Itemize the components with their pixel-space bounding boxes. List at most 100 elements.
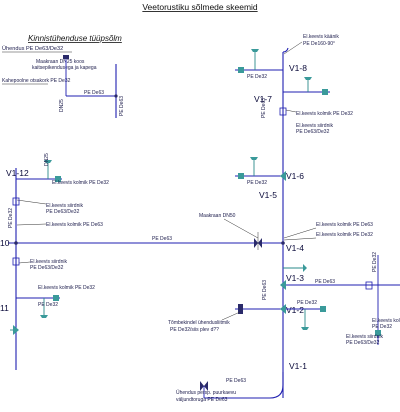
- node-10-red-l1: El.keevis siirdnik: [30, 259, 67, 265]
- node-v1-1-label: V1-1: [289, 361, 307, 371]
- right-tee-label: El.keevis kolmik PE De32: [372, 318, 400, 330]
- node-11-branch-label: PE De32: [38, 302, 58, 308]
- left-pipe-label: PE De32: [8, 208, 14, 228]
- legend-label-valve: Maakraan DN25 koos kaitsepikendusega ja …: [32, 59, 97, 71]
- v1-8-hydrant-icon: [251, 49, 259, 52]
- node-10-red-l2: PE De63/De32: [30, 265, 64, 271]
- legend-label-top: Ühendus PE De63/De32: [2, 45, 63, 52]
- right-red-l2: PE De63/De32: [346, 340, 380, 346]
- v1-3-hydrant-icon: [303, 264, 307, 272]
- v1-2-coupling-label: Tõmbekindel ühendusliitmik PE De32/siis …: [168, 320, 231, 333]
- node-11-label: 11: [0, 303, 9, 313]
- v1-2-junction-icon: [280, 304, 286, 314]
- node-11-junction-icon: [13, 325, 19, 335]
- v1-7-tee-label: El.keevis kolmik PE De32: [296, 111, 353, 117]
- v1-2-coupling-l2: PE De32/siis plev d??: [170, 327, 219, 333]
- v1-3-pipe-label: PE De63: [262, 280, 268, 300]
- v1-2-coupling-icon: [238, 304, 243, 314]
- v1-1-bottom-label: Ühendus persp. puurkaevu väljundtoruga P…: [176, 389, 237, 403]
- v1-12-hydrant-icon: [44, 160, 52, 163]
- v1-8-branch-label: PE De32: [247, 74, 267, 80]
- node-v1-1: V1-1 PE De63 Ühendus persp. puurkaevu vä…: [176, 361, 307, 403]
- diagram-title: Veetorustiku sõlmede skeemid: [142, 2, 258, 12]
- v1-12-red-l2: PE De63/De32: [46, 209, 80, 215]
- v1-6-valve-icon: [238, 173, 244, 179]
- legend-pipe-branch: PE De63: [84, 90, 104, 96]
- v1-7-pipe-label: PE De63: [261, 98, 267, 118]
- v1-4-main-label: PE De63: [152, 236, 172, 242]
- legend-label-valve-l1: Maakraan DN25 koos: [36, 59, 85, 65]
- v1-1-bottom-l1: Ühendus persp. puurkaevu: [176, 389, 236, 396]
- v1-7-hydrant-icon: [304, 77, 312, 80]
- legend-heading: Kinnistühenduse tüüpsõlm: [28, 34, 122, 43]
- v1-6-hydrant-icon: [250, 157, 258, 160]
- node-10-reducer-icon: [12, 257, 20, 266]
- node-11-tee-label: El.keevis kolmik PE De32: [38, 285, 95, 291]
- node-11-hydrant-icon: [40, 315, 48, 318]
- v1-7-reducer-icon: [279, 107, 287, 116]
- legend-label-valve-l2: kaitsepikendusega ja kapega: [32, 65, 97, 71]
- v1-12-reducer-label: El.keevis siirdnik PE De63/De32: [46, 203, 84, 215]
- v1-4-tee1-label: El.keevis kolmik PE De63: [316, 222, 373, 228]
- v1-8-elbow-l1: El.keevis käänik: [303, 34, 339, 40]
- node-v1-8: V1-8 PE De32 El.keevis käänik PE De160-9…: [235, 34, 340, 80]
- v1-7-reducer-l2: PE De63/De32: [296, 129, 330, 135]
- v1-12-reducer-icon: [12, 197, 20, 206]
- node-v1-3: V1-3 PE De63 PE De63: [262, 264, 370, 300]
- right-reducer-icon: [365, 281, 373, 290]
- right-branch: PE De32 El.keevis kolmik PE De32 El.keev…: [346, 252, 400, 346]
- v1-12-dn-label: DN25: [44, 153, 50, 166]
- node-11: 11 El.keevis kolmik PE De32 PE De32: [0, 285, 95, 335]
- node-v1-12-label: V1-12: [6, 168, 29, 178]
- node-v1-7-label: V1-7: [254, 94, 272, 104]
- v1-6-junction-icon: [280, 171, 286, 181]
- node-v1-6: V1-6 PE De32 V1-5: [235, 157, 304, 200]
- v1-2-branch-label: PE De32: [297, 300, 317, 306]
- node-v1-7: V1-7 PE De63 El.keevis kolmik PE De32 El…: [254, 77, 353, 135]
- v1-2-hydrant-icon: [301, 327, 309, 330]
- right-red-l1: El.keevis siirdnik: [346, 334, 383, 340]
- node-v1-4-label: V1-4: [286, 243, 304, 253]
- node-v1-3-label: V1-3: [286, 273, 304, 283]
- node-11-valve-icon: [53, 295, 59, 301]
- v1-2-coupling-l1: Tõmbekindel ühendusliitmik: [168, 320, 230, 326]
- node-10: 10 El.keevis siirdnik PE De63/De32: [0, 238, 67, 271]
- v1-7-reducer-l1: El.keevis siirdnik: [296, 123, 333, 129]
- v1-3-junction-icon: [280, 280, 286, 290]
- legend-valve-icon: [63, 55, 69, 59]
- node-v1-2: V1-2 PE De32 Tõmbekindel ühendusliitmik …: [168, 300, 326, 333]
- node-v1-8-label: V1-8: [289, 63, 307, 73]
- v1-12-valve-icon: [55, 176, 61, 182]
- node-v1-6-label: V1-6: [286, 171, 304, 181]
- legend-pipe-small: DN25: [59, 99, 65, 112]
- v1-7-reducer-label: El.keevis siirdnik PE De63/De32: [296, 123, 334, 135]
- v1-8-valve-icon: [238, 67, 244, 73]
- v1-4-tee2-label: El.keevis kolmik PE De32: [316, 232, 373, 238]
- typical-node-legend: Kinnistühenduse tüüpsõlm Ühendus PE De63…: [2, 34, 125, 118]
- legend-pipe-main: PE De63: [119, 96, 125, 116]
- node-v1-2-label: V1-2: [286, 305, 304, 315]
- v1-8-elbow-label: El.keevis käänik PE De160-90°: [303, 34, 340, 47]
- right-valve-icon: [375, 330, 381, 336]
- right-tee-l1: El.keevis kolmik: [372, 318, 400, 324]
- node-v1-5-label: V1-5: [259, 190, 277, 200]
- v1-1-bottom-l2: väljundtoruga PE De63: [176, 397, 228, 403]
- legend-tee-icon: [114, 94, 118, 98]
- v1-4-maakraan-label: Maakraan DN50: [199, 213, 236, 219]
- node-10-label: 10: [0, 238, 10, 248]
- v1-3-main-label: PE De63: [315, 279, 335, 285]
- v1-2-valve-icon: [320, 306, 326, 312]
- v1-1-pipe-label: PE De63: [226, 378, 246, 384]
- v1-12-tee2-label: El.keevis kolmik PE De63: [46, 222, 103, 228]
- v1-12-tee-label: El.keevis kolmik PE De32: [52, 180, 109, 186]
- main-bottom-pipe: [204, 372, 284, 399]
- right-pipe-label: PE De32: [372, 252, 378, 272]
- v1-8-elbow-l2: PE De160-90°: [303, 41, 335, 47]
- node-v1-4: V1-4 Maakraan DN50 PE De63 El.keevis kol…: [152, 213, 373, 253]
- right-reducer-label: El.keevis siirdnik PE De63/De32: [346, 334, 384, 346]
- node-v1-12: V1-12 DN25 El.keevis kolmik PE De32 El.k…: [6, 153, 109, 228]
- v1-12-red-l1: El.keevis siirdnik: [46, 203, 83, 209]
- v1-6-branch-label: PE De32: [247, 180, 267, 186]
- right-tee-l2: PE De32: [372, 324, 392, 330]
